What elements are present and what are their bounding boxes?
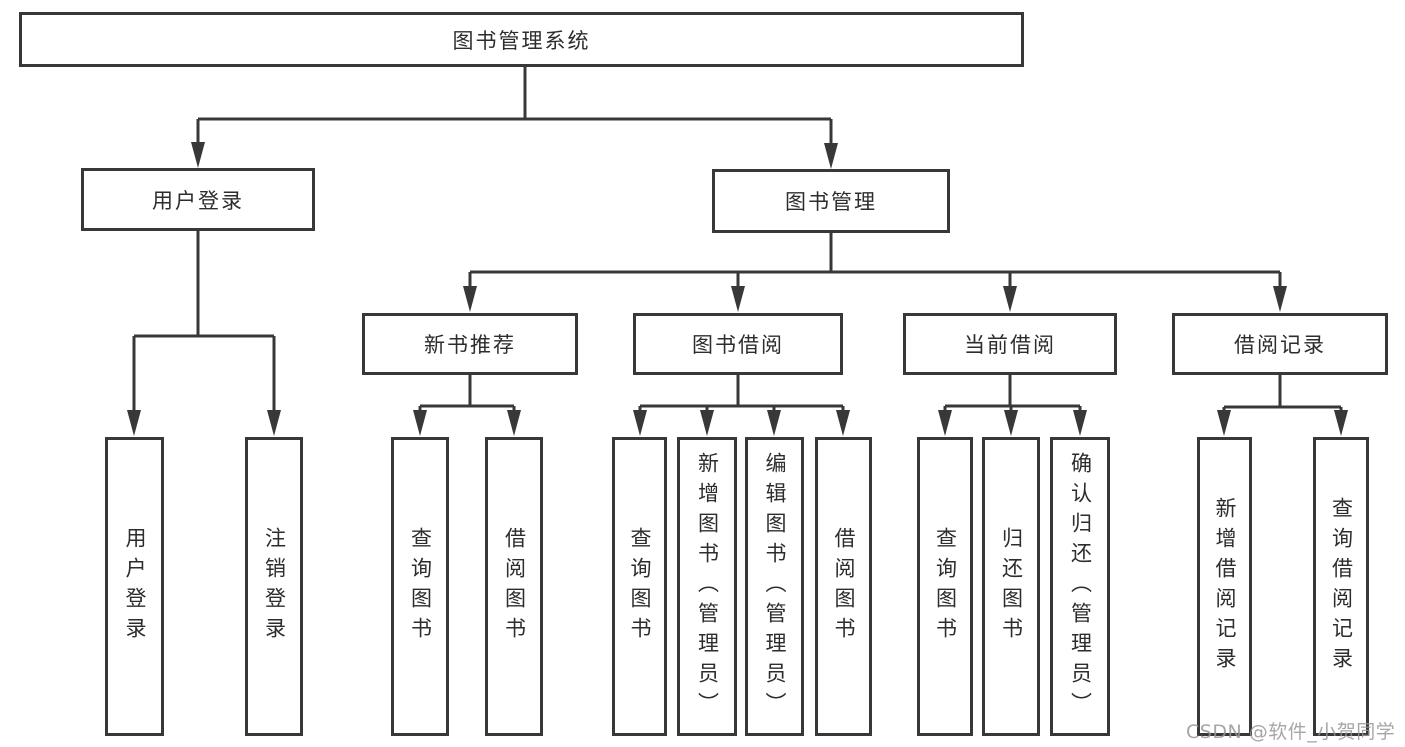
connector-new-book-recommendation-to-leaves (413, 375, 521, 436)
node-leaf-query-borrow-record: 查询借阅记录 (1313, 437, 1369, 736)
node-leaf-add-books-admin: 新增图书（管理员） (677, 437, 737, 736)
node-leaf-borrow-books-2: 借阅图书 (815, 437, 872, 736)
node-current-borrowing: 当前借阅 (903, 313, 1117, 375)
connector-book-management-to-level3 (463, 233, 1287, 312)
node-leaf-add-borrow-record: 新增借阅记录 (1197, 437, 1252, 736)
node-leaf-query-books-3: 查询图书 (917, 437, 973, 736)
node-book-borrowing: 图书借阅 (633, 313, 843, 375)
connector-root-to-level2 (191, 67, 838, 169)
connector-book-borrowing-to-leaves (633, 375, 850, 436)
node-leaf-user-login: 用户登录 (105, 437, 164, 736)
node-new-book-recommendation: 新书推荐 (362, 313, 578, 375)
node-borrowing-records: 借阅记录 (1172, 313, 1388, 375)
connector-user-login-to-leaves (127, 231, 281, 436)
node-library-management-system: 图书管理系统 (19, 12, 1024, 67)
connector-borrowing-records-to-leaves (1217, 375, 1348, 436)
node-leaf-borrow-books-1: 借阅图书 (485, 437, 543, 736)
node-leaf-return-books: 归还图书 (982, 437, 1040, 736)
node-book-management: 图书管理 (712, 169, 950, 233)
node-user-login: 用户登录 (81, 168, 315, 231)
node-leaf-logout: 注销登录 (245, 437, 303, 736)
node-leaf-query-books-1: 查询图书 (391, 437, 449, 736)
node-leaf-query-books-2: 查询图书 (612, 437, 667, 736)
csdn-watermark: CSDN @软件_小贺同学 (1186, 721, 1396, 743)
connector-current-borrowing-to-leaves (938, 375, 1087, 436)
node-leaf-edit-books-admin: 编辑图书（管理员） (745, 437, 804, 736)
node-leaf-confirm-return-admin: 确认归还（管理员） (1050, 437, 1110, 736)
